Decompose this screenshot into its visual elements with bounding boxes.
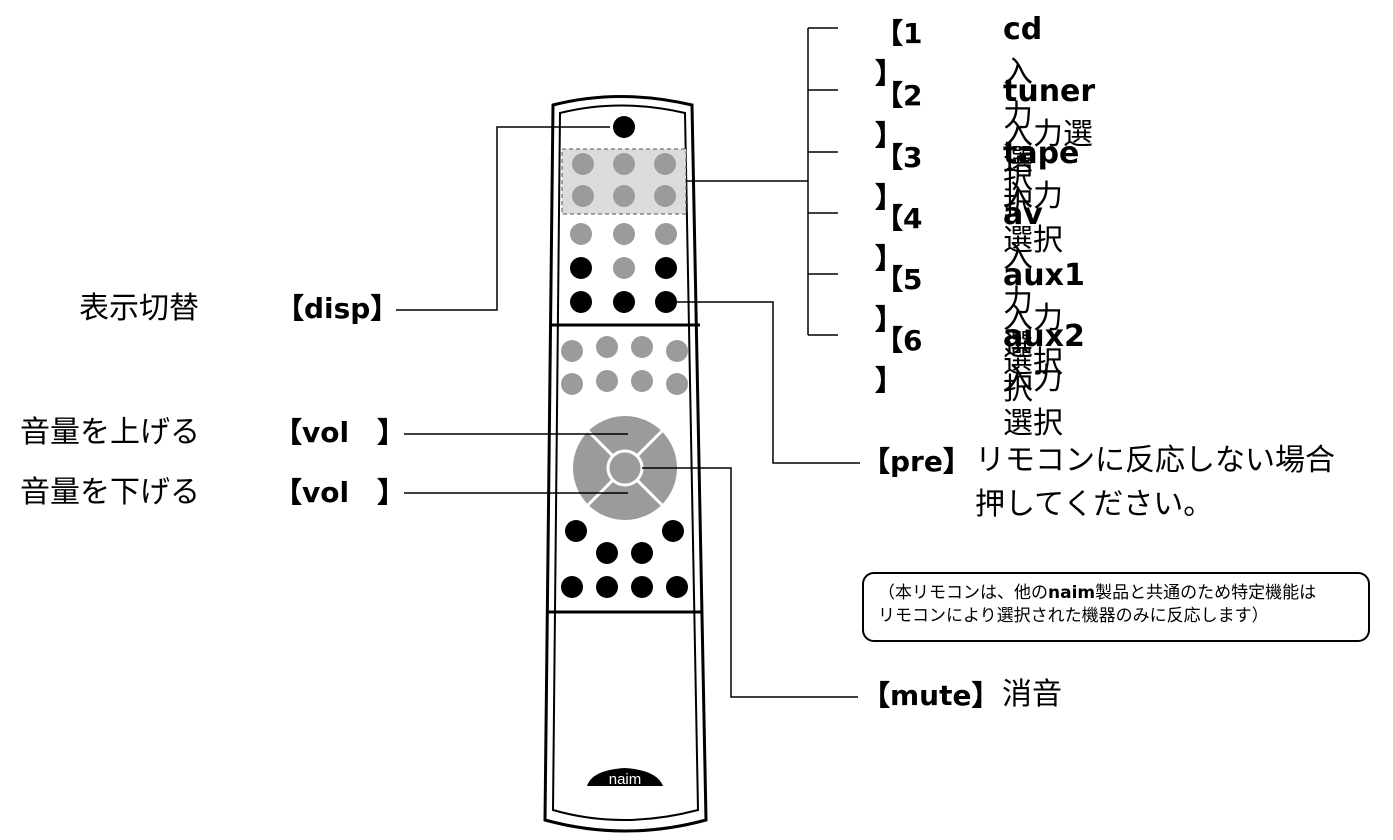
button[interactable] (561, 340, 583, 362)
note-line2: リモコンにより選択された機器のみに反応します） (878, 605, 1269, 626)
disp-leader (396, 126, 610, 311)
upper-buttons (570, 223, 677, 313)
middle-buttons (561, 336, 688, 395)
input-source: aux1 (1003, 258, 1085, 293)
input-3-button[interactable] (654, 153, 676, 175)
naim-logo-text: naim (609, 771, 642, 788)
button[interactable] (631, 542, 653, 564)
input-source: tape (1003, 136, 1080, 171)
input-suffix: 入力選択 (1003, 179, 1063, 258)
button[interactable] (631, 336, 653, 358)
input-suffix: 入力選択 (1003, 240, 1033, 407)
pre-leader (676, 301, 860, 464)
button[interactable] (596, 542, 618, 564)
button[interactable] (655, 223, 677, 245)
input-buttons (572, 153, 676, 207)
button[interactable] (596, 370, 618, 392)
remote-inner-outline (551, 104, 700, 821)
input-2-button[interactable] (613, 153, 635, 175)
input-suffix: 入力選択 (1003, 55, 1033, 222)
leader-lines (396, 27, 860, 698)
pre-desc-line1: リモコンに反応しない場合 (975, 443, 1335, 478)
input-1-button[interactable] (572, 153, 594, 175)
button[interactable] (565, 520, 587, 542)
pre-key: 【pre】 (862, 445, 971, 478)
input-source: cd (1003, 12, 1043, 47)
vol-up-key: 【vol 】 (274, 416, 406, 449)
disp-key: 【disp】 (276, 292, 399, 325)
button[interactable] (596, 336, 618, 358)
button[interactable] (570, 291, 592, 313)
vol-down-label: 音量を下げる (20, 475, 200, 510)
button[interactable] (655, 257, 677, 279)
disp-button[interactable] (613, 116, 635, 138)
button[interactable] (631, 370, 653, 392)
mute-key: 【mute】 (862, 679, 1000, 712)
pre-button[interactable] (655, 291, 677, 313)
button[interactable] (613, 257, 635, 279)
input-suffix: 入力選択 (1003, 362, 1063, 441)
mute-leader (642, 467, 858, 698)
naim-logo: naim (587, 768, 663, 788)
vol-up-label: 音量を上げる (20, 415, 200, 450)
input-source: aux2 (1003, 319, 1085, 354)
input-suffix: 入力選択 (1003, 301, 1063, 380)
input-source: tuner (1003, 74, 1096, 109)
button[interactable] (561, 373, 583, 395)
input-key: 【5 】 (875, 263, 923, 336)
input-4-button[interactable] (572, 185, 594, 207)
button[interactable] (613, 291, 635, 313)
button[interactable] (596, 576, 618, 598)
note-brand: naim (1048, 583, 1096, 603)
input-key: 【1 】 (875, 17, 923, 90)
button[interactable] (666, 340, 688, 362)
button[interactable] (666, 576, 688, 598)
input-key: 【3 】 (875, 141, 923, 214)
button[interactable] (631, 576, 653, 598)
button[interactable] (570, 257, 592, 279)
button[interactable] (561, 576, 583, 598)
button[interactable] (570, 223, 592, 245)
mute-desc: 消音 (1002, 677, 1062, 712)
button[interactable] (666, 373, 688, 395)
note-line1-a: （本リモコンは、他の (878, 583, 1048, 603)
mute-button[interactable] (606, 449, 644, 487)
input-5-button[interactable] (613, 185, 635, 207)
lower-buttons (561, 520, 688, 598)
button[interactable] (613, 223, 635, 245)
vol-down-key: 【vol 】 (274, 476, 406, 509)
note-box: （本リモコンは、他のnaim製品と共通のため特定機能は リモコンにより選択された… (862, 572, 1370, 642)
pre-desc-line2: 押してください。 (975, 487, 1214, 522)
input-key: 【2 】 (875, 79, 923, 152)
input-key: 【6 】 (875, 324, 923, 397)
disp-label: 表示切替 (79, 291, 199, 326)
input-6-button[interactable] (654, 185, 676, 207)
button[interactable] (662, 520, 684, 542)
input-key: 【4 】 (875, 202, 923, 275)
dpad (573, 416, 677, 520)
input-source: av (1003, 197, 1043, 232)
input-suffix: 入力選択 (1003, 117, 1093, 196)
note-line1-c: 製品と共通のため特定機能は (1095, 583, 1317, 603)
